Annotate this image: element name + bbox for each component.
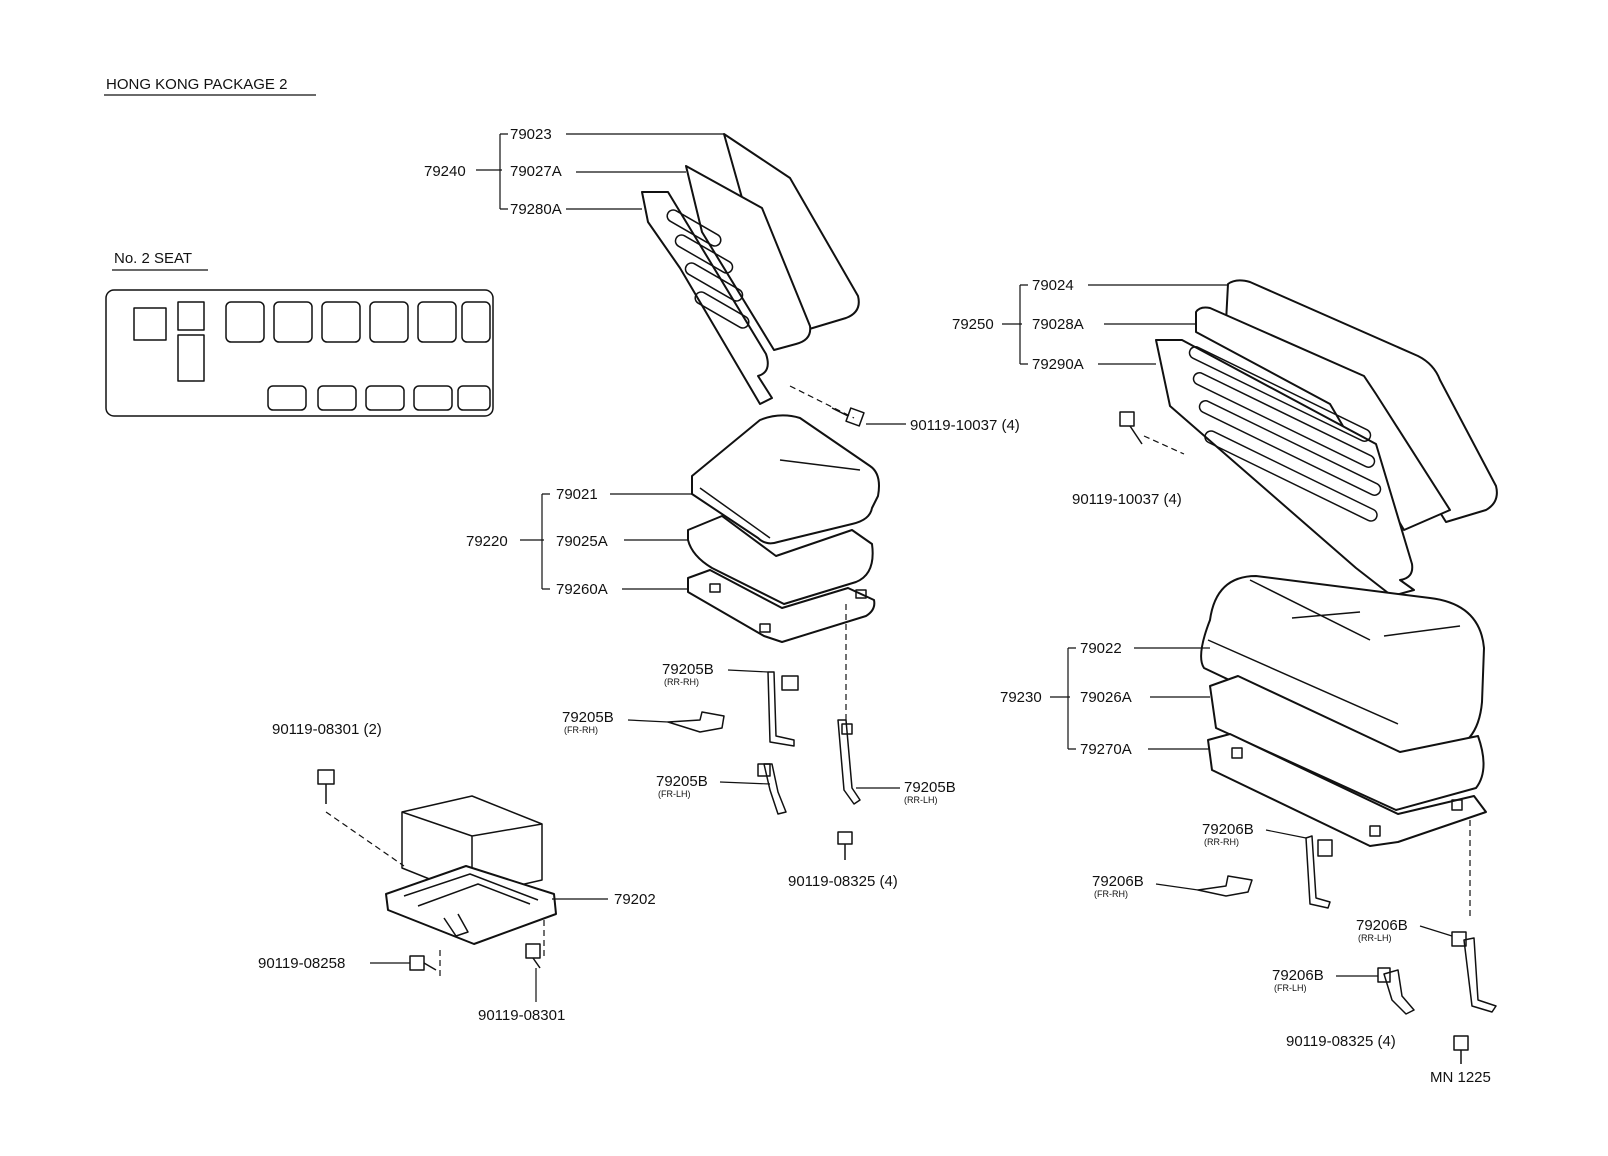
right-bracket-rr-rh: 79206B (RR-RH): [1202, 821, 1307, 847]
left-back-bolt-guide: [789, 385, 855, 419]
right-cushion-bracket: [1050, 647, 1076, 750]
front-seat: [177, 301, 205, 331]
left-bottom-bolt-label: 90119-08325 (4): [788, 873, 898, 890]
right-bracket-rr-lh-pos: (RR-LH): [1358, 933, 1392, 943]
driver-seat: [133, 307, 167, 341]
left-cushion-group-label: 79220: [466, 533, 508, 550]
vehicle-outline: [105, 289, 494, 417]
leg-bolt-bottom-label: 90119-08301: [478, 1007, 565, 1024]
diagram-title: HONG KONG PACKAGE 2: [106, 76, 287, 93]
seat-map-title: No. 2 SEAT: [114, 250, 192, 267]
right-bracket-rr-lh-part: 79206B: [1356, 917, 1408, 934]
leg-bolt-left-label: 90119-08258: [258, 955, 345, 972]
left-back-bolt-label: 90119-10037 (4): [910, 417, 1020, 434]
seat-map: No. 2 SEAT: [105, 250, 494, 417]
left-bracket-fr-lh-pos: (FR-LH): [658, 789, 691, 799]
right-back-bolt-label: 90119-10037 (4): [1072, 491, 1182, 508]
right-back-item-3-label: 79290A: [1032, 356, 1084, 373]
left-bracket-rr-rh-part: 79205B: [662, 661, 714, 678]
right-seatback-drawing: [1155, 279, 1498, 597]
left-back-leaders: [566, 133, 724, 210]
left-bracket-fr-rh: 79205B (FR-RH): [562, 709, 669, 735]
right-back-bolt-guide: [1143, 435, 1185, 455]
seat-rows-lower: [267, 385, 491, 411]
left-back-bracket: [476, 133, 508, 210]
diagram-code: MN 1225: [1430, 1069, 1491, 1086]
left-bracket-fr-lh: 79205B (FR-LH): [656, 773, 771, 799]
right-bracket-rr-rh-pos: (RR-RH): [1204, 837, 1239, 847]
right-cushion-item-3-label: 79270A: [1080, 741, 1132, 758]
right-bottom-bolt-label: 90119-08325 (4): [1286, 1033, 1396, 1050]
right-brackets-drawing: [1197, 835, 1497, 1064]
left-bracket-rr-lh: 79205B (RR-LH): [856, 779, 956, 805]
left-bracket-fr-rh-part: 79205B: [562, 709, 614, 726]
right-cushion-group-label: 79230: [1000, 689, 1042, 706]
left-cushion-item-2-label: 79025A: [556, 533, 608, 550]
right-back-group-label: 79250: [952, 316, 994, 333]
right-bracket-rr-lh: 79206B (RR-LH): [1356, 917, 1453, 943]
right-bracket-fr-lh: 79206B (FR-LH): [1272, 967, 1378, 993]
right-cushion-leaders: [1134, 647, 1210, 750]
leg-bolt-top-label: 90119-08301 (2): [272, 721, 382, 738]
right-back-item-2-label: 79028A: [1032, 316, 1084, 333]
right-cushion-item-1-label: 79022: [1080, 640, 1122, 657]
right-bracket-fr-lh-pos: (FR-LH): [1274, 983, 1307, 993]
right-cushion-item-2-label: 79026A: [1080, 689, 1132, 706]
right-bracket-fr-rh-pos: (FR-RH): [1094, 889, 1128, 899]
right-back-item-1-label: 79024: [1032, 277, 1074, 294]
left-bracket-rr-rh: 79205B (RR-RH): [662, 661, 769, 687]
no2-seat: [177, 334, 205, 382]
left-back-bolt-icon: [831, 407, 865, 427]
leg-assembly-drawing: [317, 769, 557, 971]
left-bracket-rr-lh-pos: (RR-LH): [904, 795, 938, 805]
leg-part-label: 79202: [614, 891, 656, 908]
leg-top-guide: [325, 811, 405, 867]
left-bracket-rr-rh-pos: (RR-RH): [664, 677, 699, 687]
left-brackets-drawing: [667, 671, 861, 860]
left-back-item-1-label: 79023: [510, 126, 552, 143]
left-cushion-drawing: [687, 414, 880, 643]
right-bracket-fr-rh: 79206B (FR-RH): [1092, 873, 1199, 899]
right-back-bolt-icon: [1119, 411, 1143, 445]
seat-rows-upper: [225, 301, 491, 343]
right-bracket-fr-rh-part: 79206B: [1092, 873, 1144, 890]
left-bracket-fr-lh-part: 79205B: [656, 773, 708, 790]
left-bracket-fr-rh-pos: (FR-RH): [564, 725, 598, 735]
right-back-bracket: [1002, 284, 1028, 365]
right-back-leaders: [1088, 284, 1228, 365]
right-bracket-rr-rh-part: 79206B: [1202, 821, 1254, 838]
left-cushion-item-3-label: 79260A: [556, 581, 608, 598]
right-cushion-drawing: [1200, 575, 1487, 847]
left-cushion-item-1-label: 79021: [556, 486, 598, 503]
left-back-item-2-label: 79027A: [510, 163, 562, 180]
left-back-group-label: 79240: [424, 163, 466, 180]
left-cushion-bracket: [520, 493, 550, 590]
left-back-item-3-label: 79280A: [510, 201, 562, 218]
left-cushion-leaders: [610, 493, 692, 590]
right-bracket-fr-lh-part: 79206B: [1272, 967, 1324, 984]
left-bracket-rr-lh-part: 79205B: [904, 779, 956, 796]
left-seatback-drawing: [641, 133, 860, 405]
